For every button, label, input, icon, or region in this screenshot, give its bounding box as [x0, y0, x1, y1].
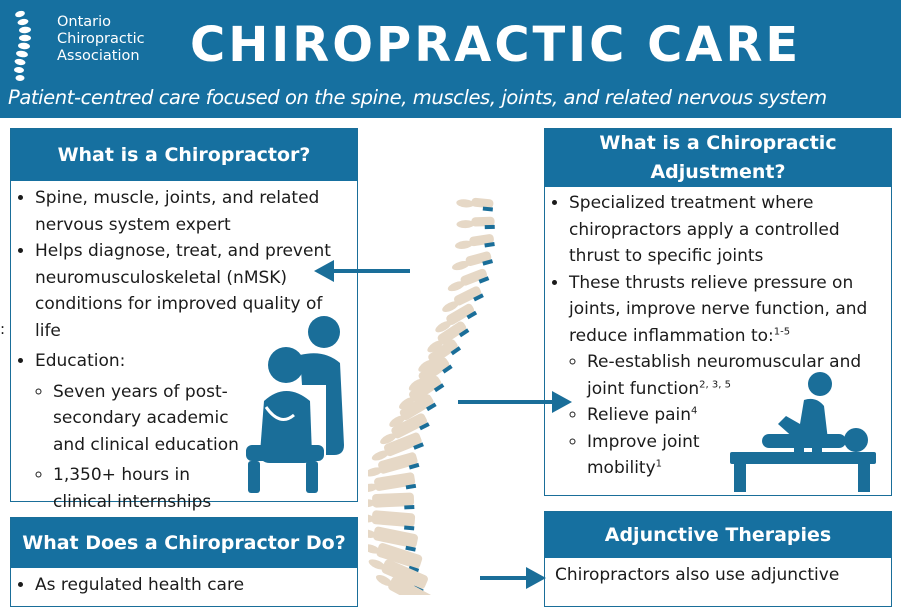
chiropractor-patient-icon: [246, 316, 344, 493]
list-item: As regulated health care: [35, 572, 357, 599]
list-item-text: These thrusts relieve pressure on joints…: [569, 272, 868, 346]
vertebra: [389, 394, 437, 427]
spine-illustration: [368, 197, 495, 595]
org-name: Ontario Chiropractic Association: [57, 14, 145, 65]
heading-line: Adjustment?: [650, 161, 786, 183]
org-line: Chiropractic: [57, 31, 145, 47]
list-item: Relieve pain4: [587, 402, 887, 429]
spinal-disc: [442, 364, 453, 374]
what-does-box: What Does a Chiropractor Do? As regulate…: [10, 517, 358, 607]
header-banner: Ontario Chiropractic Association CHIROPR…: [0, 0, 901, 118]
citation: 4: [691, 405, 698, 417]
vertebra: [435, 303, 478, 333]
spinal-disc: [484, 242, 495, 248]
spinal-disc: [405, 483, 417, 490]
spinal-disc: [458, 328, 470, 338]
box-body: As regulated health care: [11, 568, 357, 599]
spinal-disc: [426, 402, 437, 412]
vertebra: [447, 268, 490, 292]
vertebra: [368, 526, 418, 552]
spinal-disc: [466, 310, 478, 320]
spinal-disc: [404, 525, 415, 531]
arrow-left-icon: [314, 260, 410, 282]
arrow-right-icon: [480, 567, 546, 589]
vertebra: [368, 452, 420, 477]
spinal-disc: [473, 293, 484, 302]
spinal-disc: [433, 383, 445, 393]
list-item: Specialized treatment where chiropractor…: [569, 190, 859, 270]
vertebra: [418, 339, 462, 372]
vertebra: [399, 375, 445, 410]
page-subtitle: Patient-centred care focused on the spin…: [8, 86, 827, 109]
list-item: Improve joint mobility1: [587, 429, 707, 482]
org-line: Ontario: [57, 14, 112, 30]
vertebra: [368, 472, 417, 493]
vertebra: [442, 286, 484, 312]
box-heading: Adjunctive Therapies: [545, 512, 891, 558]
list-item: These thrusts relieve pressure on joints…: [569, 270, 869, 350]
list-item: Helps diagnose, treat, and prevent neuro…: [35, 238, 335, 344]
list-item-text: Relieve pain: [587, 405, 692, 425]
org-line: Association: [57, 48, 140, 64]
spinal-disc: [408, 462, 420, 470]
spinal-disc: [478, 276, 490, 284]
citation: 1: [655, 458, 663, 470]
box-body: Chiropractors also use adjunctive: [555, 565, 840, 585]
spinal-disc: [408, 565, 420, 573]
list-item: Re-establish neuromuscular and joint fun…: [587, 349, 867, 402]
list-item-text: Improve joint mobility: [587, 431, 700, 479]
box-body: Specialized treatment where chiropractor…: [545, 187, 891, 482]
list-item: Seven years of post-secondary academic a…: [53, 379, 243, 459]
spinal-disc: [405, 545, 416, 552]
spinal-disc: [419, 422, 430, 431]
spinal-disc: [482, 206, 494, 212]
heading-line: What is a Chiropractic: [599, 132, 837, 154]
vertebra: [452, 251, 494, 271]
vertebra: [368, 510, 416, 531]
arrow-right-icon: [458, 391, 572, 413]
stray-mark: :: [0, 320, 6, 338]
vertebra: [427, 321, 470, 353]
spinal-disc: [484, 224, 495, 230]
spinal-disc: [450, 346, 462, 356]
spinal-disc: [413, 442, 424, 450]
citation: 1-5: [773, 325, 791, 337]
vertebra: [456, 197, 494, 212]
vertebra: [408, 357, 453, 391]
vertebra: [368, 543, 423, 573]
box-body: Spine, muscle, joints, and related nervo…: [11, 181, 357, 515]
list-item: Education: Seven years of post-secondary…: [35, 348, 355, 515]
spinal-disc: [482, 259, 494, 266]
citation: 2, 3, 5: [699, 378, 731, 390]
vertebra: [371, 432, 424, 461]
box-heading: What Does a Chiropractor Do?: [11, 518, 357, 568]
vertebra: [380, 413, 430, 445]
box-heading: What is a Chiropractor?: [11, 129, 357, 181]
vertebra: [454, 234, 495, 249]
list-item-text: Re-establish neuromuscular and joint fun…: [587, 352, 862, 399]
list-item: Spine, muscle, joints, and related nervo…: [35, 185, 355, 238]
spinal-disc: [404, 505, 415, 510]
box-heading: What is a Chiropractic Adjustment?: [545, 129, 891, 187]
spine-logo-icon: [14, 10, 31, 81]
treatment-table-icon: [730, 372, 876, 492]
vertebra: [456, 216, 495, 230]
adjunctive-box: Adjunctive Therapies Chiropractors also …: [544, 511, 892, 607]
vertebra: [368, 492, 415, 510]
list-item: 1,350+ hours in clinical internships: [53, 462, 213, 515]
page-title: CHIROPRACTIC CARE: [190, 17, 802, 73]
education-label: Education:: [35, 351, 126, 371]
